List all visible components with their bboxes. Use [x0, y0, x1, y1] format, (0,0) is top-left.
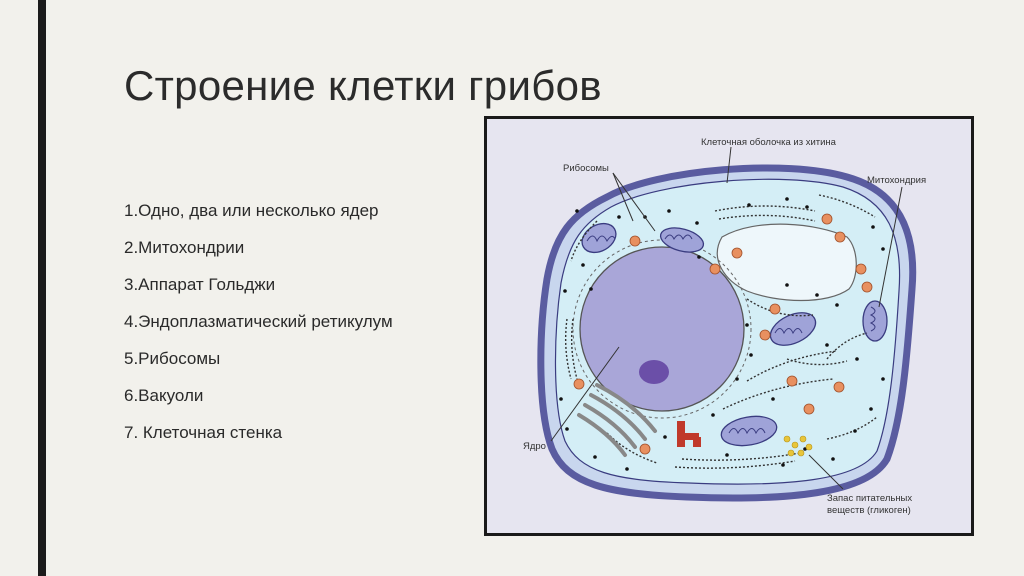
- label-mitochondria: Митохондрия: [867, 175, 926, 186]
- label-ribosomes: Рибосомы: [563, 163, 609, 174]
- list-item: 2.Митохондрии: [124, 238, 245, 257]
- left-accent-bar: [38, 0, 46, 576]
- nucleus-membrane: [572, 239, 752, 419]
- ribosome-dots: [559, 197, 885, 471]
- cell-illustration: Клеточная оболочка из хитина Рибосомы Ми…: [523, 137, 926, 516]
- list-item: 5.Рибосомы: [124, 349, 221, 368]
- list-item: 1.Одно, два или несколько ядер: [124, 201, 379, 220]
- vacuole: [716, 223, 857, 302]
- mitochondrion: [659, 227, 705, 253]
- mitochondrion: [769, 312, 817, 346]
- endoplasmic-reticulum: [564, 194, 878, 469]
- mitochondrion: [720, 415, 778, 447]
- fungal-cell-diagram: Клеточная оболочка из хитина Рибосомы Ми…: [484, 116, 974, 536]
- label-glycogen-line2: веществ (гликоген): [827, 505, 911, 516]
- leader-lines: [550, 146, 903, 490]
- list-item: 4.Эндоплазматический ретикулум: [124, 312, 393, 331]
- mitochondrion: [862, 300, 888, 342]
- slide-title: Строение клетки грибов: [124, 62, 602, 109]
- label-glycogen-line1: Запас питательных: [827, 493, 912, 504]
- nucleus: [579, 246, 745, 412]
- ribosomes: [573, 213, 873, 455]
- list-item: 6.Вакуоли: [124, 386, 204, 405]
- nucleolus: [639, 360, 669, 384]
- golgi-apparatus: [577, 383, 657, 457]
- feature-list: 1.Одно, два или несколько ядер 2.Митохон…: [124, 196, 393, 455]
- list-item: 7. Клеточная стенка: [124, 423, 283, 442]
- label-nucleus: Ядро: [523, 441, 546, 452]
- centriole: [677, 421, 701, 447]
- mitochondrion: [581, 222, 617, 254]
- label-cell-wall: Клеточная оболочка из хитина: [701, 137, 837, 148]
- glycogen-granules: [783, 435, 813, 457]
- list-item: 3.Аппарат Гольджи: [124, 275, 276, 294]
